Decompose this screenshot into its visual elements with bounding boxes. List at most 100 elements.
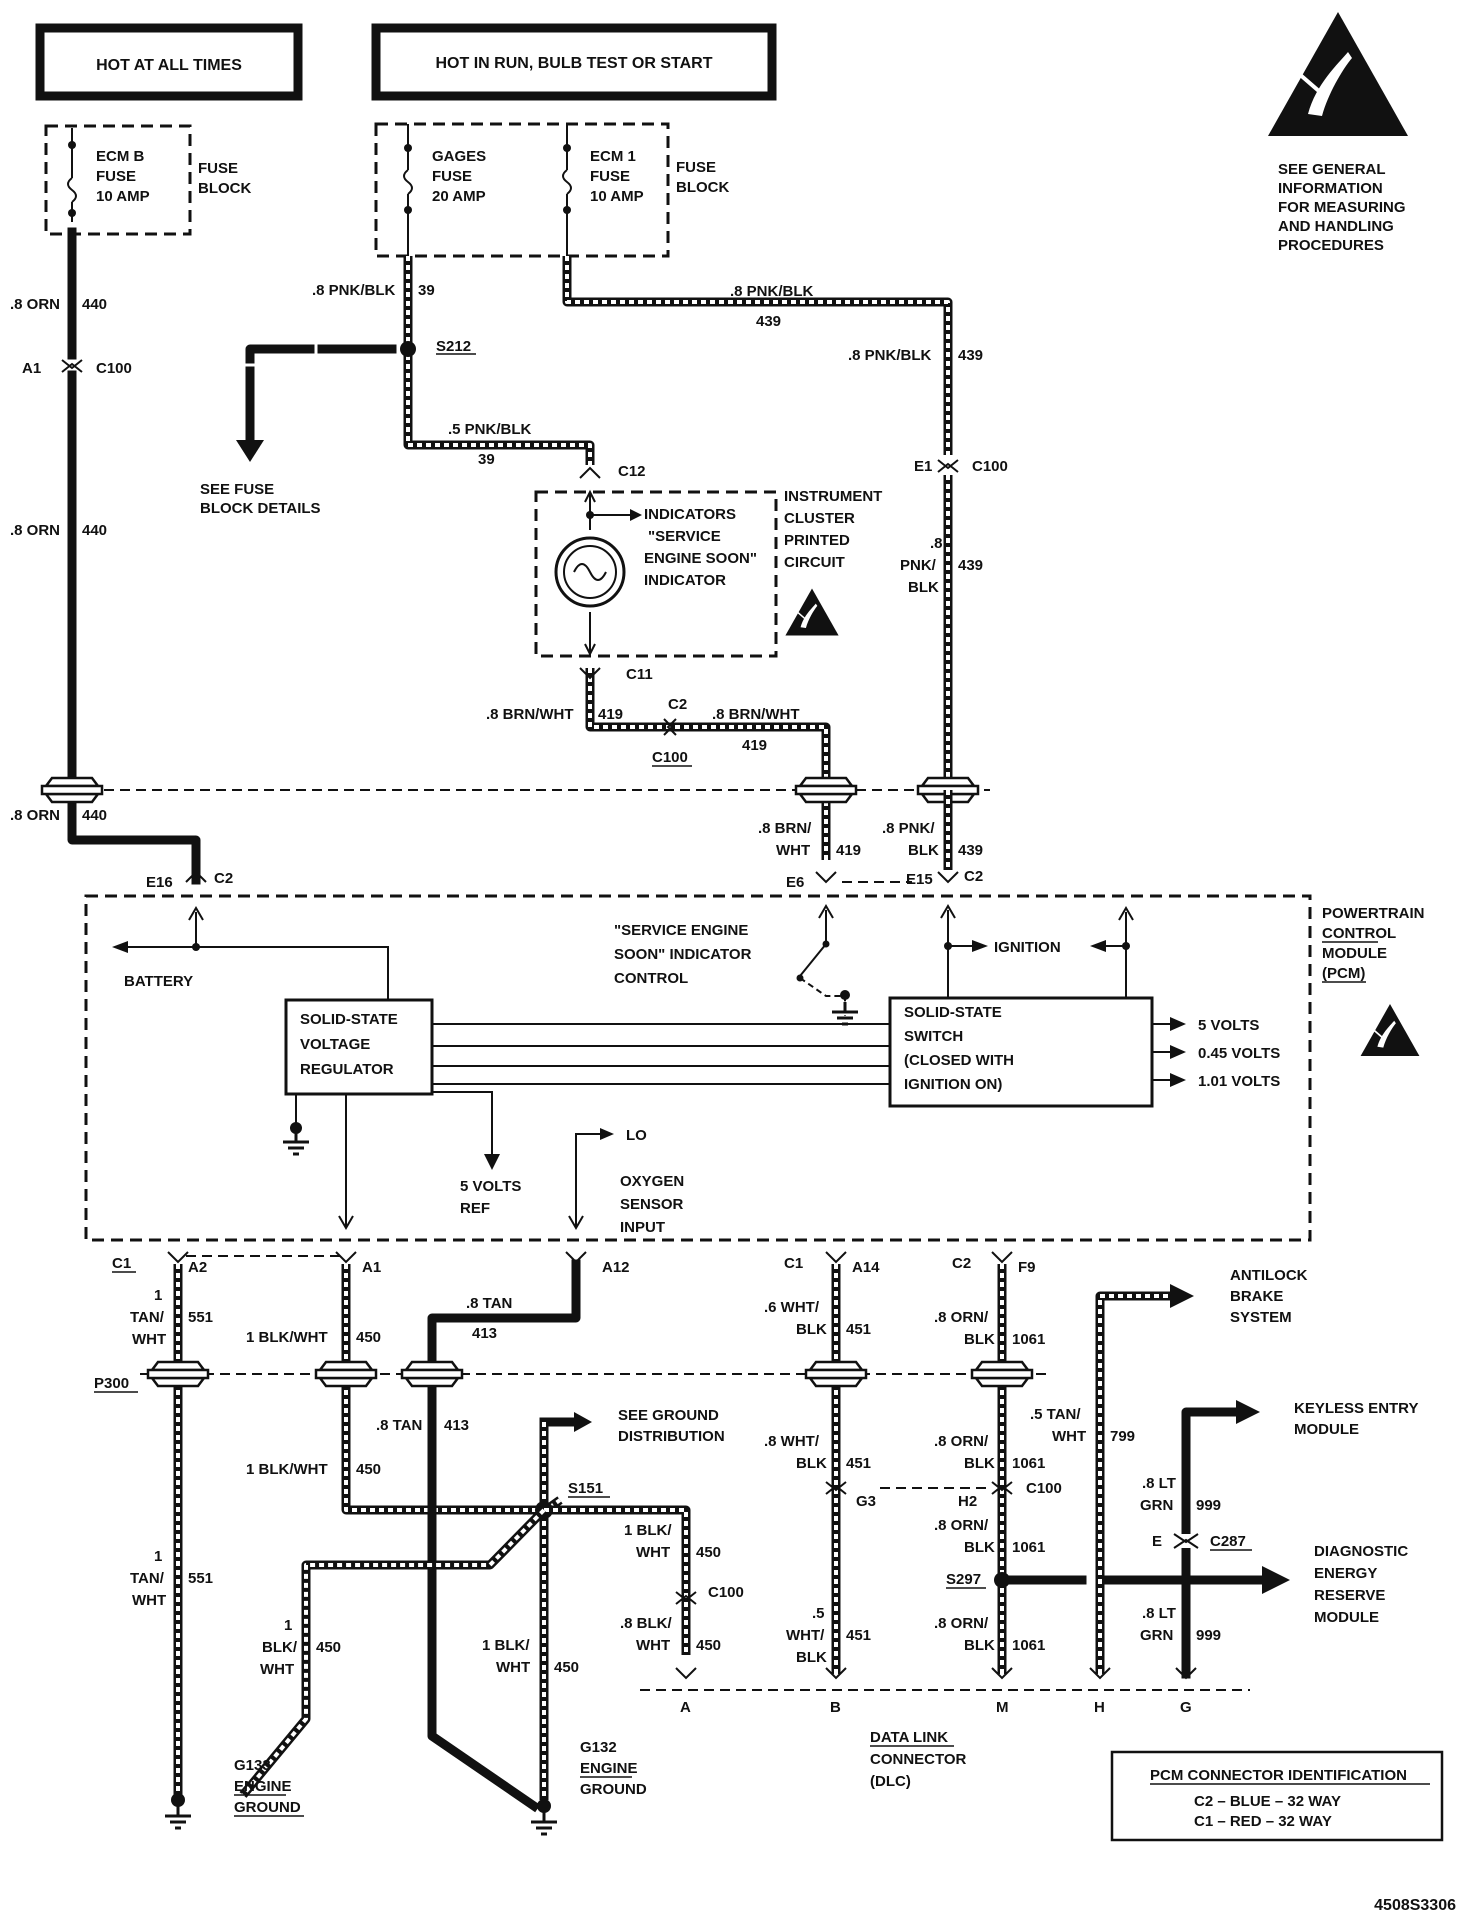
fuse-block-label-2: FUSE BLOCK bbox=[676, 159, 729, 196]
wire-label: 1 bbox=[154, 1548, 162, 1565]
conn-label: G3 bbox=[856, 1493, 876, 1510]
wire-label: WHT bbox=[260, 1661, 294, 1678]
wire-label: .8 ORN bbox=[10, 296, 60, 313]
wire-label: .8 ORN/ bbox=[934, 1309, 989, 1326]
svg-text:SOLID-STATE: SOLID-STATE bbox=[300, 1011, 398, 1028]
ecm1-fuse-icon bbox=[562, 124, 572, 256]
arrow-left-icon bbox=[112, 941, 128, 953]
svg-text:FUSE: FUSE bbox=[676, 159, 716, 176]
ecmb-fuse-label: ECM B FUSE 10 AMP bbox=[96, 148, 150, 205]
svg-text:FUSE: FUSE bbox=[96, 168, 136, 185]
connector-c100-e1 bbox=[937, 459, 959, 473]
wire-label: 450 bbox=[696, 1637, 721, 1654]
svg-text:SOLID-STATE: SOLID-STATE bbox=[904, 1004, 1002, 1021]
ignition-label: IGNITION bbox=[994, 939, 1061, 956]
svg-text:CIRCUIT: CIRCUIT bbox=[784, 554, 845, 571]
wire-label: .5 bbox=[812, 1605, 825, 1622]
svg-text:ENGINE SOON": ENGINE SOON" bbox=[644, 550, 757, 567]
wire-label: BLK bbox=[908, 842, 939, 859]
svg-text:DIAGNOSTIC: DIAGNOSTIC bbox=[1314, 1543, 1408, 1560]
svg-text:10 AMP: 10 AMP bbox=[590, 188, 644, 205]
ground-icon bbox=[281, 1130, 311, 1156]
wire-413-tan bbox=[427, 1259, 581, 1813]
voltage-regulator-label: SOLID-STATE VOLTAGE REGULATOR bbox=[300, 1011, 398, 1078]
wire-label: TAN/ bbox=[130, 1570, 165, 1587]
wire-label: 439 bbox=[756, 313, 781, 330]
conn-label: C2 bbox=[668, 696, 687, 713]
svg-text:GAGES: GAGES bbox=[432, 148, 486, 165]
pcm-connector-id-box bbox=[1110, 1750, 1444, 1842]
wire-label: 439 bbox=[958, 347, 983, 364]
svg-text:SEE FUSE: SEE FUSE bbox=[200, 481, 274, 498]
wire-label: 1 bbox=[154, 1287, 162, 1304]
conn-label: C12 bbox=[618, 463, 646, 480]
wire-label: 1 BLK/WHT bbox=[246, 1461, 328, 1478]
conn-label: C100 bbox=[96, 360, 132, 377]
ecm1-fuse-label: ECM 1 FUSE 10 AMP bbox=[590, 148, 644, 205]
wire-label: 999 bbox=[1196, 1627, 1221, 1644]
svg-text:GROUND: GROUND bbox=[234, 1799, 301, 1816]
svg-text:CONTROL: CONTROL bbox=[614, 970, 688, 987]
output-045v-label: 0.45 VOLTS bbox=[1198, 1045, 1280, 1062]
svg-text:INDICATOR: INDICATOR bbox=[644, 572, 726, 589]
wire-label: 413 bbox=[472, 1325, 497, 1342]
arrow-right-icon bbox=[1236, 1400, 1260, 1424]
conn-label: A2 bbox=[188, 1259, 207, 1276]
arrow-right-icon bbox=[1170, 1284, 1194, 1308]
svg-text:INFORMATION: INFORMATION bbox=[1278, 180, 1383, 197]
see-ground-distribution-note: SEE GROUND DISTRIBUTION bbox=[618, 1407, 725, 1445]
connector-e15 bbox=[937, 871, 959, 884]
arrow-right-icon bbox=[1262, 1566, 1290, 1594]
connector-c287 bbox=[1173, 1533, 1199, 1549]
wire-label: 419 bbox=[836, 842, 861, 859]
wire-label: 450 bbox=[356, 1329, 381, 1346]
wire-label: 440 bbox=[82, 807, 107, 824]
grommet bbox=[314, 1360, 378, 1388]
svg-text:SOON" INDICATOR: SOON" INDICATOR bbox=[614, 946, 752, 963]
svg-text:BRAKE: BRAKE bbox=[1230, 1288, 1283, 1305]
pcm-connector-id-title: PCM CONNECTOR IDENTIFICATION bbox=[1150, 1767, 1407, 1784]
wire-label: 39 bbox=[478, 451, 495, 468]
svg-text:SWITCH: SWITCH bbox=[904, 1028, 963, 1045]
connector-e16 bbox=[185, 870, 207, 883]
wire-label: 440 bbox=[82, 296, 107, 313]
wire-label: WHT bbox=[636, 1637, 670, 1654]
wire-label: .8 ORN/ bbox=[934, 1517, 989, 1534]
ground-icon bbox=[830, 1000, 860, 1026]
arrow-left-icon bbox=[1090, 940, 1106, 952]
svg-text:ECM B: ECM B bbox=[96, 148, 145, 165]
connector-c11 bbox=[579, 667, 601, 680]
conn-label: C1 bbox=[112, 1255, 131, 1272]
wire-label: BLK bbox=[796, 1649, 827, 1666]
wire-label: WHT bbox=[636, 1544, 670, 1561]
svg-text:SEE GROUND: SEE GROUND bbox=[618, 1407, 719, 1424]
wire-label: GRN bbox=[1140, 1497, 1173, 1514]
wire-label: .8 PNK/BLK bbox=[730, 283, 814, 300]
svg-text:AND HANDLING: AND HANDLING bbox=[1278, 218, 1394, 235]
wire-label: .5 TAN/ bbox=[1030, 1406, 1081, 1423]
gages-fuse-icon bbox=[403, 124, 413, 256]
svg-text:BLOCK DETAILS: BLOCK DETAILS bbox=[200, 500, 321, 517]
pcm-box bbox=[84, 894, 1312, 1242]
dlc-label: DATA LINK CONNECTOR (DLC) bbox=[870, 1729, 967, 1790]
esd-warning-icon bbox=[1266, 10, 1410, 138]
wire-label: 413 bbox=[444, 1417, 469, 1434]
splice-s212 bbox=[400, 341, 416, 357]
wire-label: WHT bbox=[1052, 1428, 1086, 1445]
connector-c100-c2 bbox=[663, 718, 677, 736]
wire-label: 451 bbox=[846, 1321, 871, 1338]
dlc-pin-b: B bbox=[830, 1699, 841, 1716]
connector-e6 bbox=[815, 871, 837, 884]
svg-text:SYSTEM: SYSTEM bbox=[1230, 1309, 1292, 1326]
wire-label: .8 PNK/BLK bbox=[312, 282, 396, 299]
svg-text:SENSOR: SENSOR bbox=[620, 1196, 684, 1213]
svg-text:(CLOSED WITH: (CLOSED WITH bbox=[904, 1052, 1014, 1069]
connector-c12 bbox=[579, 466, 601, 479]
wire-label: .6 WHT/ bbox=[764, 1299, 820, 1316]
g132-label: G132 ENGINE GROUND bbox=[580, 1739, 647, 1798]
wire-label: 799 bbox=[1110, 1428, 1135, 1445]
arrow-right-icon bbox=[600, 1128, 614, 1140]
wire-label: .8 ORN bbox=[10, 807, 60, 824]
svg-text:GROUND: GROUND bbox=[580, 1781, 647, 1798]
